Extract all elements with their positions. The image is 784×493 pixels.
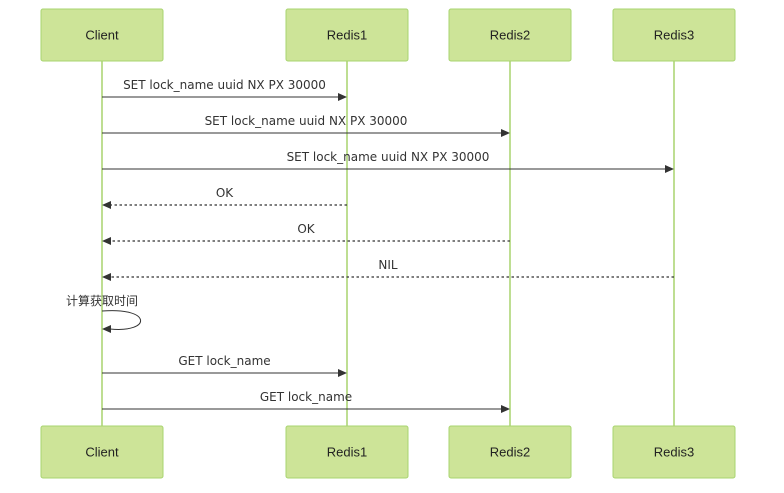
message-4: OK	[102, 186, 347, 209]
actor-label: Redis2	[490, 445, 530, 460]
arrowhead	[665, 165, 674, 173]
actors-bottom: Client Redis1 Redis2 Redis3	[40, 425, 736, 479]
message-label: NIL	[378, 258, 398, 272]
actor-redis1-top: Redis1	[285, 8, 409, 62]
message-label: SET lock_name uuid NX PX 30000	[205, 114, 408, 128]
message-label: SET lock_name uuid NX PX 30000	[123, 78, 326, 92]
actor-redis2-bottom: Redis2	[448, 425, 572, 479]
actor-label: Redis3	[654, 28, 694, 43]
actor-box	[612, 8, 736, 62]
message-2: SET lock_name uuid NX PX 30000	[102, 114, 510, 137]
message-label: OK	[216, 186, 234, 200]
actor-redis3-top: Redis3	[612, 8, 736, 62]
arrowhead	[501, 405, 510, 413]
actors-top: Client Redis1 Redis2 Redis3	[40, 8, 736, 62]
message-label: 计算获取时间	[66, 293, 138, 308]
message-1: SET lock_name uuid NX PX 30000	[102, 78, 347, 101]
actor-box	[40, 425, 164, 479]
actor-box	[612, 425, 736, 479]
arrowhead	[102, 201, 111, 209]
lifelines	[101, 61, 675, 426]
message-3: SET lock_name uuid NX PX 30000	[102, 150, 674, 173]
actor-redis1-bottom: Redis1	[285, 425, 409, 479]
actor-label: Redis2	[490, 28, 530, 43]
actor-client-bottom: Client	[40, 425, 164, 479]
arrowhead	[501, 129, 510, 137]
actor-box	[448, 8, 572, 62]
message-label: SET lock_name uuid NX PX 30000	[287, 150, 490, 164]
actor-label: Client	[85, 445, 119, 460]
arrowhead	[338, 93, 347, 101]
actor-label: Client	[85, 28, 119, 43]
actor-label: Redis3	[654, 445, 694, 460]
message-label: GET lock_name	[178, 354, 270, 368]
actor-box	[285, 425, 409, 479]
actor-box	[448, 425, 572, 479]
actor-box	[40, 8, 164, 62]
message-6: NIL	[102, 258, 674, 281]
arrowhead	[102, 325, 111, 333]
arrowhead	[102, 273, 111, 281]
actor-label: Redis1	[327, 445, 367, 460]
message-label: GET lock_name	[260, 390, 352, 404]
message-line	[101, 310, 141, 330]
message-7: 计算获取时间	[66, 293, 141, 333]
message-label: OK	[297, 222, 315, 236]
actor-client-top: Client	[40, 8, 164, 62]
arrowhead	[102, 237, 111, 245]
actor-redis3-bottom: Redis3	[612, 425, 736, 479]
message-8: GET lock_name	[102, 354, 347, 377]
actor-label: Redis1	[327, 28, 367, 43]
message-9: GET lock_name	[102, 390, 510, 413]
actor-box	[285, 8, 409, 62]
arrowhead	[338, 369, 347, 377]
actor-redis2-top: Redis2	[448, 8, 572, 62]
message-5: OK	[102, 222, 510, 245]
